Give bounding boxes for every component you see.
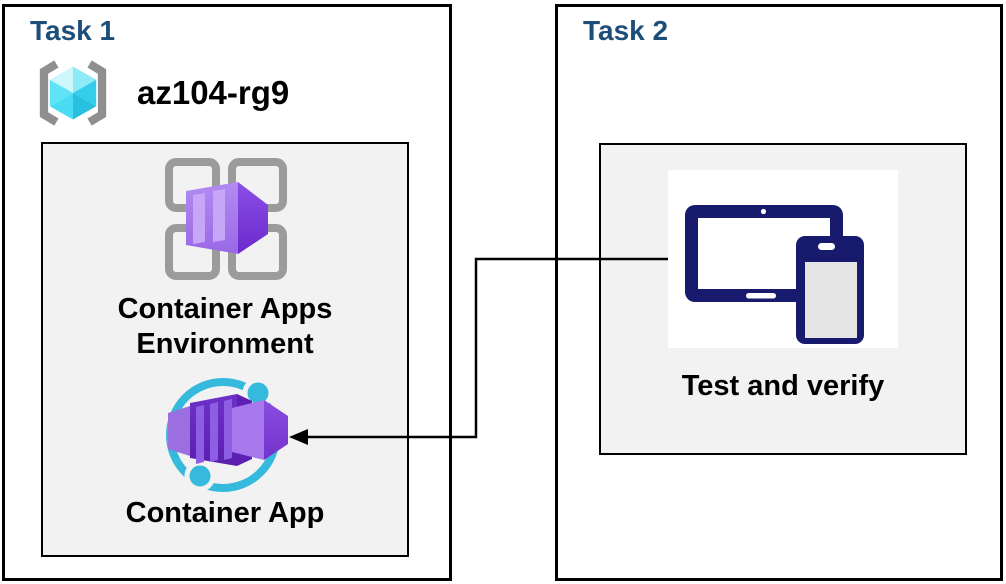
task2-box: Task 2 Test and verify	[555, 4, 1003, 581]
resource-group-icon	[39, 60, 107, 126]
container-apps-environment-icon	[165, 158, 287, 280]
resource-group-name: az104-rg9	[137, 74, 290, 111]
task2-title: Task 2	[583, 15, 669, 46]
task1-title: Task 1	[30, 15, 116, 46]
test-and-verify-label: Test and verify	[681, 370, 885, 402]
devices-icon	[685, 205, 864, 344]
task1-gray-panel: Container Apps Environment	[41, 142, 409, 557]
task1-box: Task 1 az104-rg9	[2, 4, 452, 581]
container-app-label: Container App	[125, 497, 325, 529]
task2-gray-panel: Test and verify	[599, 143, 967, 455]
devices-icon-box	[668, 170, 898, 348]
resource-group: az104-rg9	[31, 59, 289, 127]
container-app-icon	[166, 377, 288, 492]
environment-label: Container Apps Environment	[117, 293, 333, 360]
